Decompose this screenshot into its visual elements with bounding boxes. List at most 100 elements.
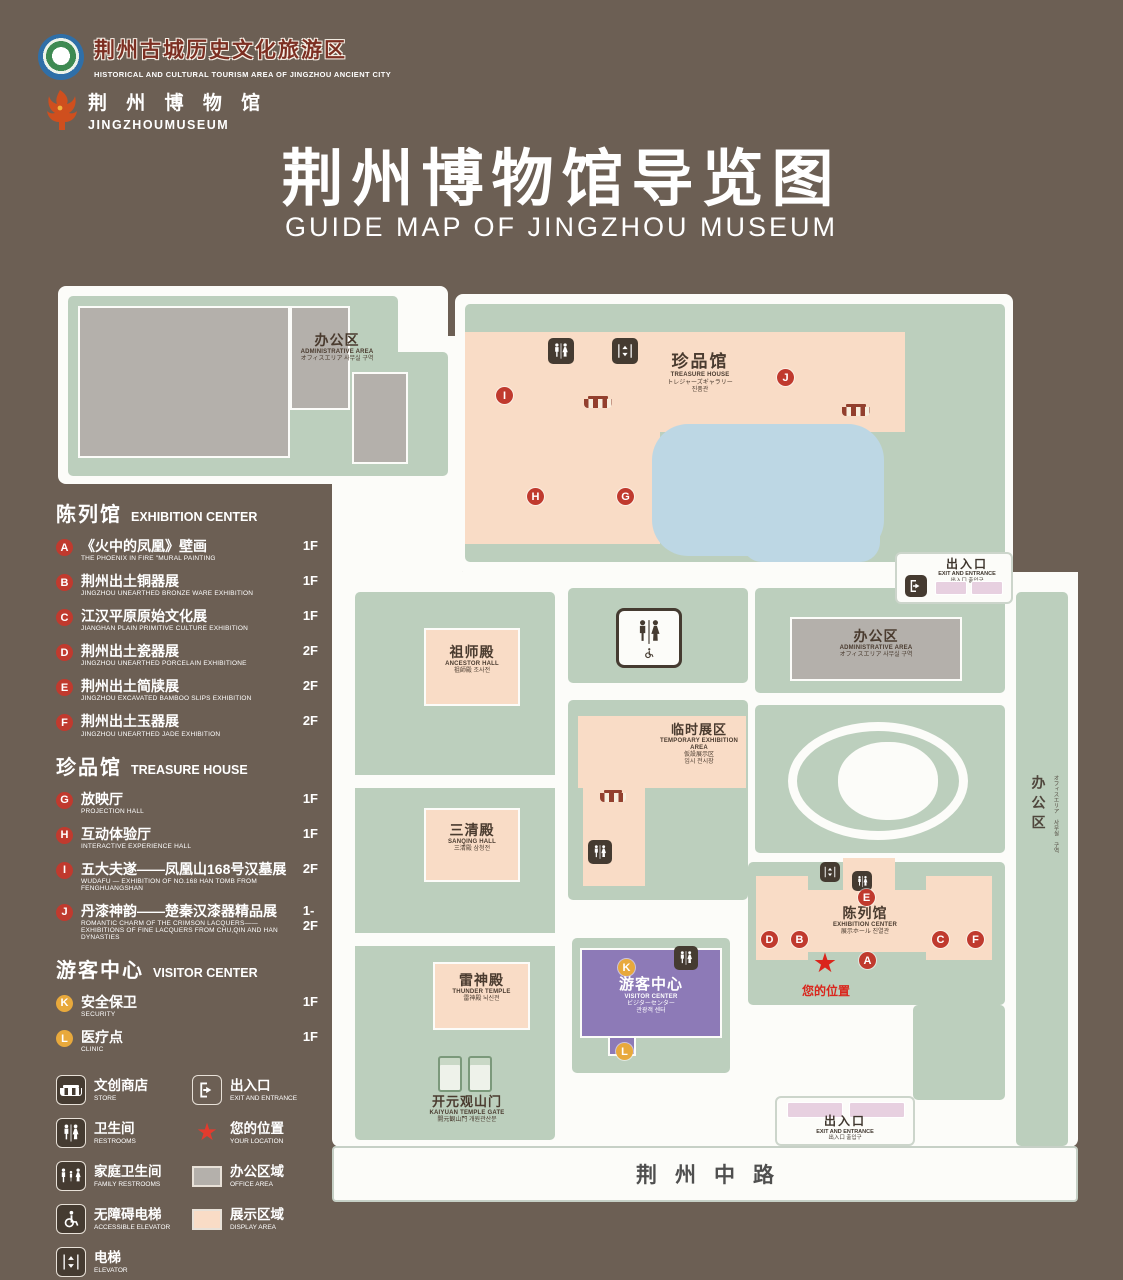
legend-section-treasure-house: 珍品馆 TREASURE HOUSE xyxy=(56,756,248,779)
map-marker-B: B xyxy=(791,931,808,948)
path-temples-1 xyxy=(355,775,555,788)
marker-badge-C: C xyxy=(56,609,73,627)
garden-pond-blob xyxy=(838,742,938,820)
exit-top-booth xyxy=(935,581,967,595)
label-visitor-center: 游客中心 VISITOR CENTER ビジターセンター 관광객 센터 xyxy=(618,976,683,1015)
road-label: 荆州中路 xyxy=(636,1164,792,1187)
building-treasure-west xyxy=(465,432,660,544)
building-temporary-exhibition-a xyxy=(578,716,746,788)
tourism-logo-subtitle: HISTORICAL AND CULTURAL TOURISM AREA OF … xyxy=(94,70,392,79)
restroom-building-icon xyxy=(616,608,682,668)
legend-section-visitor-center: 游客中心 VISITOR CENTER xyxy=(56,959,258,982)
label-admin-strip: 办公区 オフィスエリア 사무실 구역 xyxy=(1030,775,1059,853)
store-icon xyxy=(600,790,626,802)
building-thunder-temple xyxy=(433,962,530,1030)
map-marker-I: I xyxy=(496,387,513,404)
map-marker-J: J xyxy=(777,369,794,386)
marker-badge-I: I xyxy=(56,861,73,879)
your-location-label: 您的位置 xyxy=(801,984,850,998)
label-sanqing-hall: 三清殿 SANQING HALL 三清殿 삼청전 xyxy=(447,822,497,852)
marker-badge-F: F xyxy=(56,714,73,732)
building-visitor-center xyxy=(580,948,722,1038)
map-marker-E: E xyxy=(858,889,875,906)
page-subtitle: GUIDE MAP OF JINGZHOU MUSEUM xyxy=(284,212,839,242)
map-marker-F: F xyxy=(967,931,984,948)
office-area-swatch xyxy=(192,1165,222,1187)
accessible-icon xyxy=(645,647,654,658)
exit-bottom-booth xyxy=(849,1102,905,1118)
building-ancestor-hall xyxy=(424,628,520,706)
marker-badge-A: A xyxy=(56,539,73,556)
exit-entrance-bottom: 出入口 EXIT AND ENTRANCE 出入口 출입구 xyxy=(775,1096,915,1146)
museum-logo-subtitle: JINGZHOUMUSEUM xyxy=(88,118,230,132)
building-sanqing-hall xyxy=(424,808,520,882)
marker-badge-D: D xyxy=(56,644,73,662)
marker-badge-B: B xyxy=(56,574,73,592)
restroom-icon xyxy=(588,840,612,864)
label-treasure-house: 珍品馆 TREASURE HOUSE トレジャーズギャラリー 진품관 xyxy=(667,352,733,393)
marker-badge-J: J xyxy=(56,903,73,921)
label-admin-right: 办公区 ADMINISTRATIVE AREA オフィスエリア 사무실 구역 xyxy=(839,628,913,658)
exit-top-label: 出入口 EXIT AND ENTRANCE 出入口 출입구 xyxy=(938,557,996,584)
legend-section-exhibition-center: 陈列馆 EXHIBITION CENTER xyxy=(56,504,258,526)
exit-icon xyxy=(905,575,927,597)
building-temporary-exhibition-b xyxy=(583,788,645,886)
exit-top-booth xyxy=(971,581,1003,595)
marker-badge-G: G xyxy=(56,791,73,809)
map-marker-D: D xyxy=(761,931,778,948)
restroom-icon xyxy=(674,946,698,970)
marker-badge-H: H xyxy=(56,826,73,844)
label-exhibition-center: 陈列馆 EXHIBITION CENTER 展示ホール 진열관 xyxy=(832,905,898,935)
building-admin-tl-c xyxy=(352,372,408,464)
museum-logo-icon xyxy=(47,90,77,130)
store-icon xyxy=(56,1075,86,1106)
building-admin-right xyxy=(790,617,962,681)
gate-icon xyxy=(468,1056,492,1092)
road: 荆州中路 xyxy=(332,1146,1078,1202)
map-marker-L: L xyxy=(616,1043,633,1060)
exit-bottom-booth xyxy=(787,1102,843,1118)
museum-logo: 荆 州 博 物 馆 JINGZHOUMUSEUM xyxy=(40,88,267,132)
exit-entrance-top: 出入口 EXIT AND ENTRANCE 出入口 출입구 xyxy=(895,552,1013,604)
elevator-icon xyxy=(820,862,840,882)
label-ancestor-hall: 祖师殿 ANCESTOR HALL 祖師殿 조사전 xyxy=(445,644,499,674)
map-marker-G: G xyxy=(617,488,634,505)
store-icon xyxy=(842,404,870,416)
map-marker-A: A xyxy=(859,952,876,969)
label-kaiyuan-gate: 开元观山门 KAIYUAN TEMPLE GATE 開元観山門 개원관산문 xyxy=(429,1094,505,1123)
label-temporary-exhibition: 临时展区 TEMPORARY EXHIBITION AREA 仮設展示区 임시 … xyxy=(659,722,738,766)
restroom-icon xyxy=(56,1118,86,1149)
tourism-area-logo: 荆州古城历史文化旅游区 HISTORICAL AND CULTURAL TOUR… xyxy=(38,34,391,80)
tourism-logo-icon xyxy=(38,34,84,80)
location-star-icon: ★ xyxy=(196,1119,218,1147)
marker-badge-L: L xyxy=(56,1030,73,1048)
map-marker-H: H xyxy=(527,488,544,505)
store-icon xyxy=(584,396,612,408)
building-treasure-north xyxy=(465,332,905,432)
path-temples-2 xyxy=(355,933,555,946)
label-admin-top-left: 办公区 ADMINISTRATIVE AREA オフィスエリア 사무실 구역 xyxy=(300,332,374,362)
display-area-swatch xyxy=(192,1208,222,1230)
restroom-icon xyxy=(852,871,872,891)
map-marker-C: C xyxy=(932,931,949,948)
green-area-right-strip xyxy=(1016,592,1068,1146)
your-location-star-icon: ★ xyxy=(812,948,838,978)
label-thunder-temple: 雷神殿 THUNDER TEMPLE 雷神殿 뇌신전 xyxy=(452,972,511,1002)
